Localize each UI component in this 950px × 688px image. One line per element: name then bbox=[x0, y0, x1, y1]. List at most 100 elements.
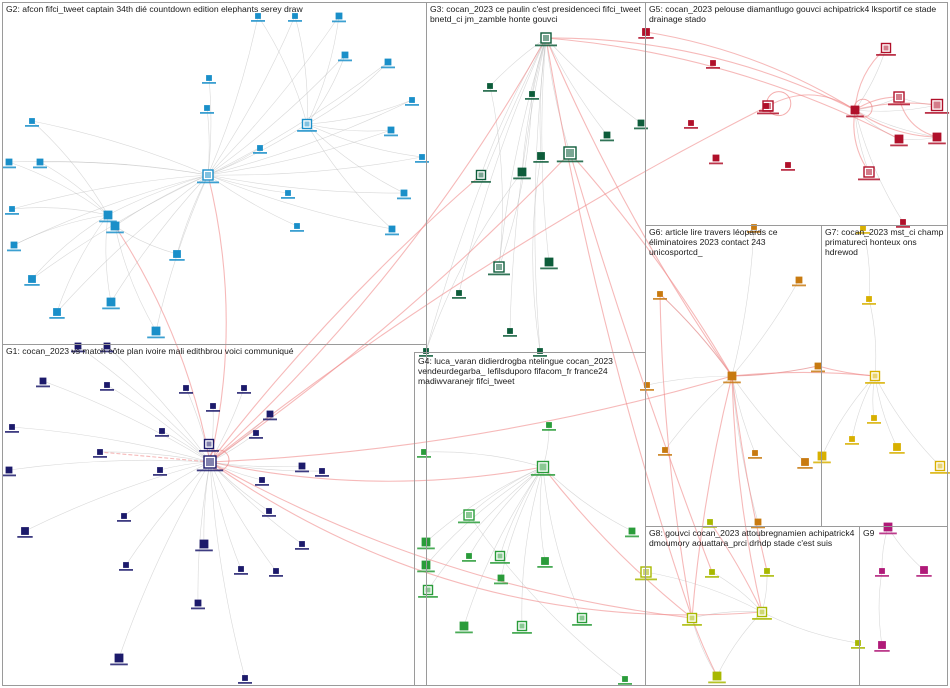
graph-vertex[interactable] bbox=[727, 371, 737, 381]
graph-vertex[interactable] bbox=[104, 382, 110, 388]
graph-vertex[interactable] bbox=[9, 206, 15, 212]
graph-vertex[interactable] bbox=[106, 297, 116, 307]
graph-vertex[interactable] bbox=[103, 210, 113, 220]
graph-vertex[interactable] bbox=[688, 120, 694, 126]
graph-vertex[interactable] bbox=[10, 241, 18, 249]
graph-vertex[interactable] bbox=[285, 190, 291, 196]
graph-vertex[interactable] bbox=[900, 219, 906, 225]
graph-vertex[interactable] bbox=[157, 467, 163, 473]
graph-vertex[interactable] bbox=[628, 527, 636, 535]
graph-vertex[interactable] bbox=[894, 134, 904, 144]
graph-vertex[interactable] bbox=[529, 91, 535, 97]
graph-vertex[interactable] bbox=[319, 468, 325, 474]
graph-vertex[interactable] bbox=[817, 451, 827, 461]
graph-vertex[interactable] bbox=[795, 276, 803, 284]
graph-vertex[interactable] bbox=[752, 450, 758, 456]
graph-vertex[interactable] bbox=[893, 443, 901, 451]
graph-vertex[interactable] bbox=[400, 189, 408, 197]
graph-vertex[interactable] bbox=[257, 145, 263, 151]
graph-vertex[interactable] bbox=[29, 118, 35, 124]
graph-vertex[interactable] bbox=[801, 458, 809, 466]
graph-vertex[interactable] bbox=[294, 223, 300, 229]
graph-vertex[interactable] bbox=[114, 653, 124, 663]
graph-vertex[interactable] bbox=[642, 28, 650, 36]
graph-vertex[interactable] bbox=[466, 553, 472, 559]
graph-vertex[interactable] bbox=[849, 436, 855, 442]
graph-vertex[interactable] bbox=[384, 58, 392, 66]
graph-vertex[interactable] bbox=[419, 154, 425, 160]
graph-vertex[interactable] bbox=[456, 290, 462, 296]
graph-vertex[interactable] bbox=[39, 377, 47, 385]
graph-vertex[interactable] bbox=[710, 60, 716, 66]
graph-vertex[interactable] bbox=[866, 296, 872, 302]
graph-vertex[interactable] bbox=[28, 275, 36, 283]
graph-vertex[interactable] bbox=[603, 131, 611, 139]
graph-vertex[interactable] bbox=[537, 348, 543, 354]
graph-vertex[interactable] bbox=[266, 410, 274, 418]
graph-vertex[interactable] bbox=[210, 403, 216, 409]
graph-vertex[interactable] bbox=[932, 132, 942, 142]
graph-vertex[interactable] bbox=[644, 382, 650, 388]
graph-vertex[interactable] bbox=[266, 508, 272, 514]
graph-vertex[interactable] bbox=[21, 527, 29, 535]
graph-vertex[interactable] bbox=[5, 466, 13, 474]
graph-vertex[interactable] bbox=[273, 568, 279, 574]
graph-vertex[interactable] bbox=[855, 640, 861, 646]
graph-vertex[interactable] bbox=[173, 250, 181, 258]
graph-vertex[interactable] bbox=[878, 641, 886, 649]
graph-vertex[interactable] bbox=[879, 568, 885, 574]
graph-vertex[interactable] bbox=[335, 12, 343, 20]
graph-vertex[interactable] bbox=[292, 13, 298, 19]
graph-vertex[interactable] bbox=[487, 83, 493, 89]
graph-vertex[interactable] bbox=[409, 97, 415, 103]
graph-vertex[interactable] bbox=[637, 119, 645, 127]
graph-vertex[interactable] bbox=[537, 152, 545, 160]
graph-vertex[interactable] bbox=[299, 541, 305, 547]
graph-vertex[interactable] bbox=[920, 566, 928, 574]
graph-vertex[interactable] bbox=[159, 428, 165, 434]
graph-vertex[interactable] bbox=[712, 671, 722, 681]
graph-vertex[interactable] bbox=[517, 167, 527, 177]
graph-vertex[interactable] bbox=[5, 158, 13, 166]
graph-vertex[interactable] bbox=[121, 513, 127, 519]
graph-vertex[interactable] bbox=[707, 519, 713, 525]
graph-vertex[interactable] bbox=[206, 75, 212, 81]
graph-vertex[interactable] bbox=[97, 449, 103, 455]
graph-vertex[interactable] bbox=[754, 518, 762, 526]
graph-vertex[interactable] bbox=[53, 308, 61, 316]
graph-vertex[interactable] bbox=[388, 225, 396, 233]
graph-vertex[interactable] bbox=[751, 224, 757, 230]
graph-vertex[interactable] bbox=[785, 162, 791, 168]
graph-vertex[interactable] bbox=[9, 424, 15, 430]
graph-vertex[interactable] bbox=[242, 675, 248, 681]
graph-vertex[interactable] bbox=[662, 447, 668, 453]
graph-vertex[interactable] bbox=[764, 568, 770, 574]
graph-vertex[interactable] bbox=[74, 342, 82, 350]
graph-vertex[interactable] bbox=[541, 557, 549, 565]
graph-vertex[interactable] bbox=[546, 422, 552, 428]
graph-vertex[interactable] bbox=[259, 477, 265, 483]
graph-vertex[interactable] bbox=[238, 566, 244, 572]
graph-vertex[interactable] bbox=[883, 522, 893, 532]
graph-vertex[interactable] bbox=[204, 105, 210, 111]
graph-vertex[interactable] bbox=[622, 676, 628, 682]
graph-vertex[interactable] bbox=[871, 415, 877, 421]
graph-vertex[interactable] bbox=[657, 291, 663, 297]
graph-vertex[interactable] bbox=[298, 462, 306, 470]
graph-vertex[interactable] bbox=[36, 158, 44, 166]
graph-vertex[interactable] bbox=[763, 103, 769, 109]
graph-vertex[interactable] bbox=[253, 430, 259, 436]
graph-vertex[interactable] bbox=[241, 385, 247, 391]
graph-vertex[interactable] bbox=[199, 539, 209, 549]
graph-vertex[interactable] bbox=[123, 562, 129, 568]
graph-vertex[interactable] bbox=[507, 328, 513, 334]
graph-vertex[interactable] bbox=[850, 105, 860, 115]
graph-vertex[interactable] bbox=[183, 385, 189, 391]
graph-vertex[interactable] bbox=[387, 126, 395, 134]
graph-vertex[interactable] bbox=[110, 221, 120, 231]
graph-vertex[interactable] bbox=[497, 574, 505, 582]
graph-vertex[interactable] bbox=[709, 569, 715, 575]
graph-vertex[interactable] bbox=[459, 621, 469, 631]
graph-vertex[interactable] bbox=[151, 326, 161, 336]
graph-vertex[interactable] bbox=[194, 599, 202, 607]
